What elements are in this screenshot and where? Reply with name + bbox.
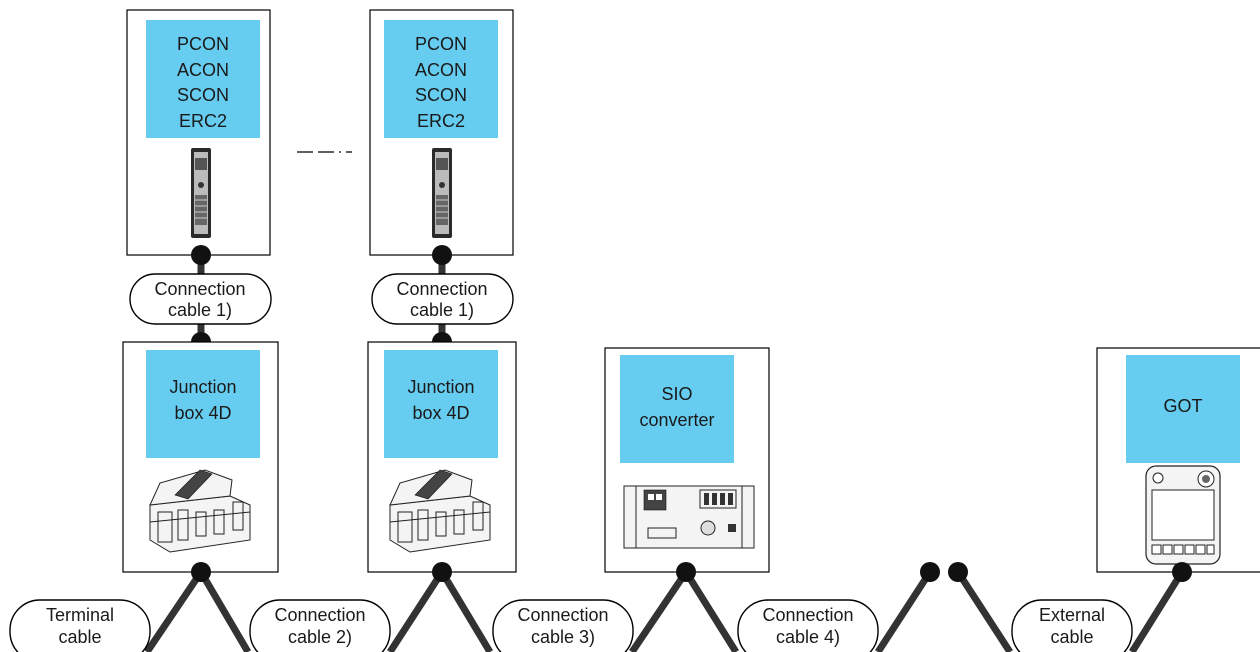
got-unit: GOT — [1096, 347, 1260, 573]
junction-box-device-icon — [149, 469, 251, 553]
connector-dot — [432, 245, 452, 265]
sio-converter-unit: SIO converter — [604, 347, 770, 573]
junction-box-1-label-box — [146, 350, 260, 458]
controller-2-line-3: SCON — [415, 85, 467, 105]
cable-label-line-1: Connection — [762, 605, 853, 625]
controller-2-line-2: ACON — [415, 60, 467, 80]
cable-label-line-2: cable 4) — [776, 627, 840, 647]
cable-label-line-2: cable 3) — [531, 627, 595, 647]
cable-label-line-1: Connection — [396, 279, 487, 299]
controller-device-icon — [432, 148, 452, 238]
controller-1-line-1: PCON — [177, 34, 229, 54]
cable-label-line-1: Connection — [517, 605, 608, 625]
controller-2-line-1: PCON — [415, 34, 467, 54]
cable-label-pill — [129, 273, 272, 325]
connection-cable-2-label: Connection cable 2) — [249, 599, 391, 652]
junction-box-device-icon — [389, 469, 491, 553]
terminal-cable-label: Terminal cable — [9, 599, 151, 652]
connection-cable-4-label: Connection cable 4) — [737, 599, 879, 652]
connector-dot — [432, 562, 452, 582]
cable-label-line-2: cable — [58, 627, 101, 647]
sio-converter-line-2: converter — [639, 410, 714, 430]
sio-converter-device-icon — [623, 485, 755, 549]
connector-dot — [948, 562, 968, 582]
controller-1-label-box — [146, 20, 260, 138]
controller-unit-2: PCON ACON SCON ERC2 — [369, 9, 514, 256]
controller-device-icon — [191, 148, 211, 238]
cable-label-line-2: cable 1) — [168, 300, 232, 320]
got-device-icon — [1145, 465, 1221, 565]
cable-label-pill — [371, 273, 514, 325]
connector-dot — [920, 562, 940, 582]
junction-box-1-line-2: box 4D — [174, 403, 231, 423]
controller-1-line-3: SCON — [177, 85, 229, 105]
junction-box-2-label-box — [384, 350, 498, 458]
connector-dot — [191, 245, 211, 265]
controller-2-line-4: ERC2 — [417, 111, 465, 131]
junction-box-1-line-1: Junction — [169, 377, 236, 397]
junction-box-1: Junction box 4D — [122, 341, 279, 573]
connector-dot — [1172, 562, 1192, 582]
junction-box-2: Junction box 4D — [367, 341, 517, 573]
cable-label-line-1: Connection — [154, 279, 245, 299]
got-label-box — [1126, 355, 1240, 463]
connection-cable-1-left: Connection cable 1) — [129, 245, 272, 352]
cable-label-line-2: cable 2) — [288, 627, 352, 647]
connector-dot — [191, 562, 211, 582]
junction-box-2-line-2: box 4D — [412, 403, 469, 423]
controller-1-line-4: ERC2 — [179, 111, 227, 131]
sio-converter-line-1: SIO — [661, 384, 692, 404]
controller-unit-1: PCON ACON SCON ERC2 — [126, 9, 271, 256]
sio-converter-label-box — [620, 355, 734, 463]
controller-2-label-box — [384, 20, 498, 138]
cable-label-line-1: Terminal — [46, 605, 114, 625]
external-cable-label: External cable — [1011, 599, 1133, 652]
connection-cable-3-label: Connection cable 3) — [492, 599, 634, 652]
cable-label-line-2: cable — [1050, 627, 1093, 647]
got-line-1: GOT — [1164, 396, 1203, 416]
cable-label-line-1: External — [1039, 605, 1105, 625]
junction-box-2-line-1: Junction — [407, 377, 474, 397]
connection-cable-1-right: Connection cable 1) — [371, 245, 514, 352]
cable-label-line-2: cable 1) — [410, 300, 474, 320]
bottom-cable-run — [144, 562, 1192, 652]
controller-1-line-2: ACON — [177, 60, 229, 80]
connector-dot — [676, 562, 696, 582]
cable-label-line-1: Connection — [274, 605, 365, 625]
